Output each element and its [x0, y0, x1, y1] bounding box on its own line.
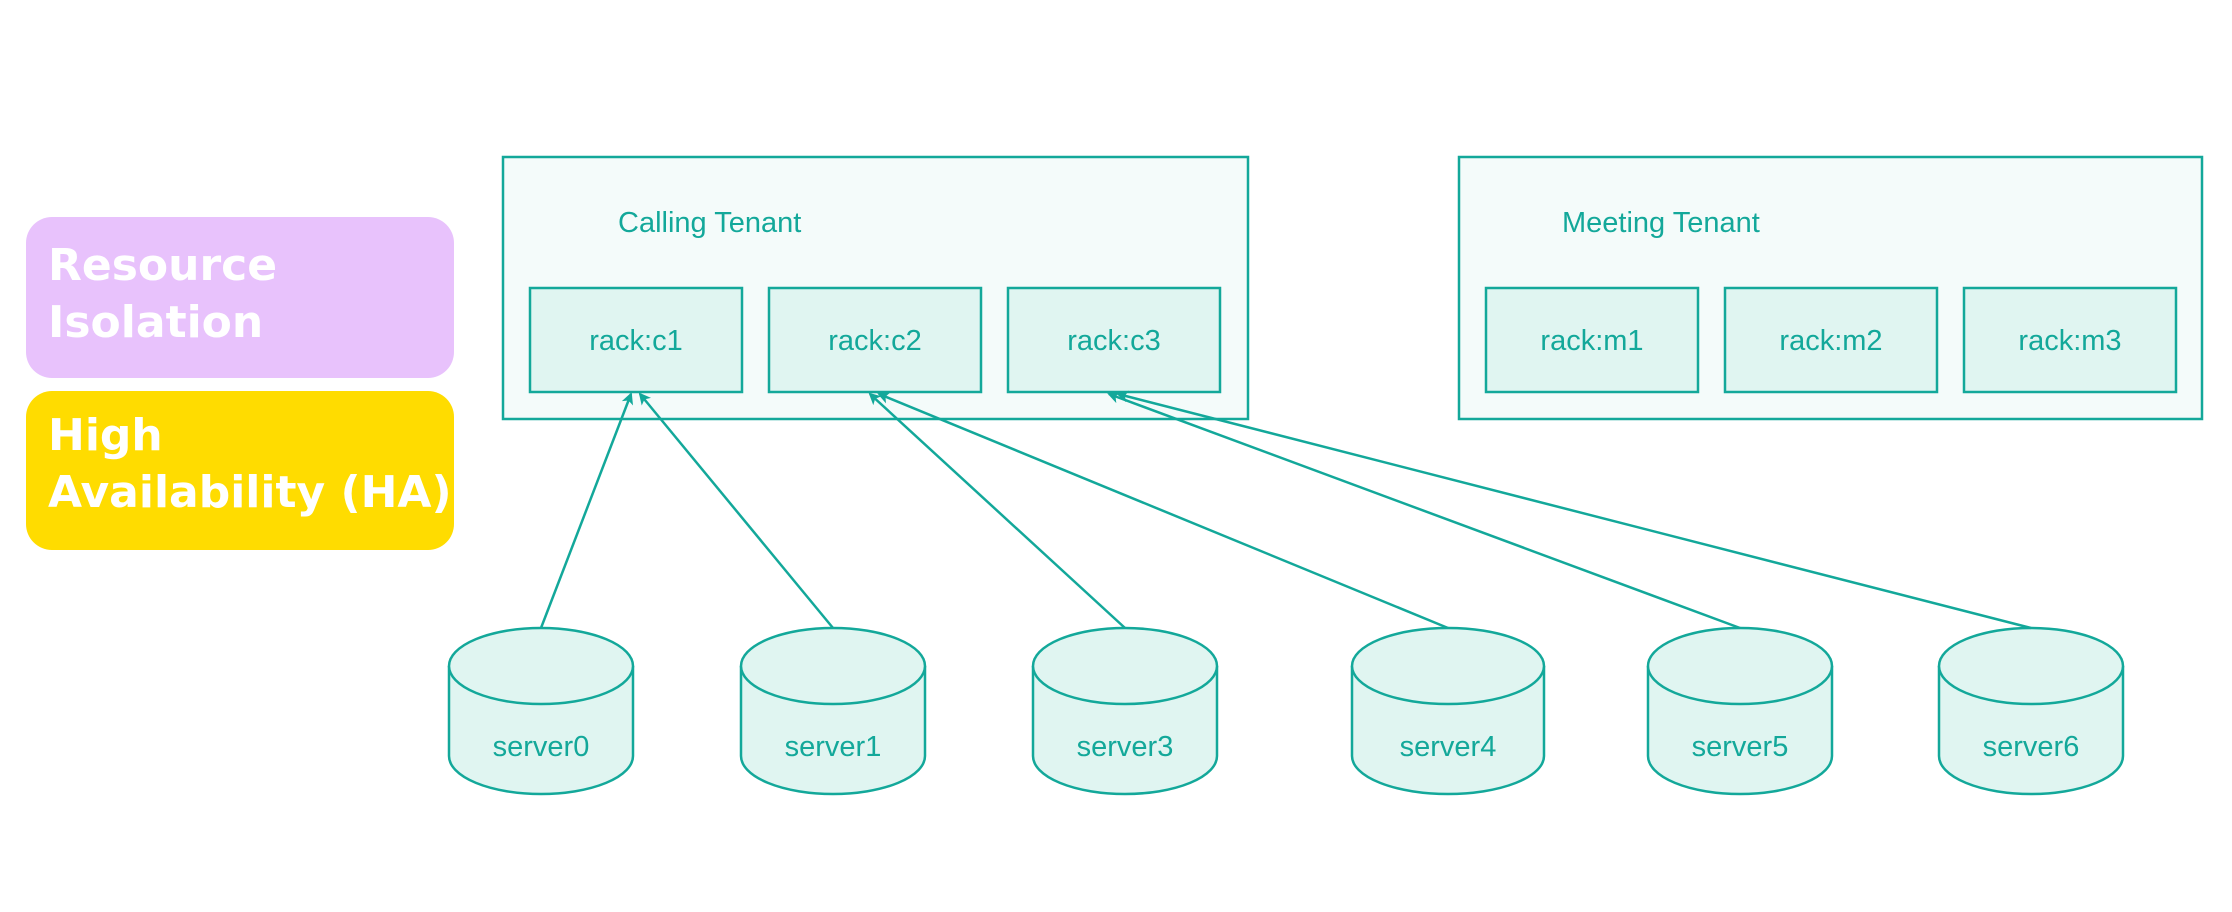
edge-server6-to-rack-c3 — [1116, 390, 2032, 630]
server-server3: server3 — [1031, 626, 1219, 796]
rack-rack-m1: rack:m1 — [1484, 286, 1700, 394]
tenant-calling: Calling Tenant rack:c1 rack:c2 rack:c3 — [501, 155, 1250, 421]
rack-box — [528, 286, 744, 394]
rack-label: rack:c3 — [1067, 325, 1160, 357]
server-label: server6 — [1983, 731, 2080, 763]
cylinder-top — [1350, 626, 1546, 706]
server-label: server0 — [493, 731, 590, 763]
server-label: server1 — [785, 731, 882, 763]
edge-server3-to-rack-c2 — [868, 392, 1126, 629]
edge-server0-to-rack-c1 — [539, 392, 634, 629]
cylinder-top — [1646, 626, 1834, 706]
server-server0: server0 — [447, 626, 635, 796]
tenant-title: Meeting Tenant — [1562, 207, 1760, 239]
rack-rack-c3: rack:c3 — [1006, 286, 1222, 394]
badge-label-line: High — [48, 410, 163, 461]
server-label: server5 — [1692, 731, 1789, 763]
cylinder-top — [447, 626, 635, 706]
rack-rack-m2: rack:m2 — [1723, 286, 1939, 394]
rack-rack-c2: rack:c2 — [767, 286, 983, 394]
rack-box — [1006, 286, 1222, 394]
server-label: server4 — [1400, 731, 1497, 763]
rack-label: rack:m2 — [1779, 325, 1882, 357]
rack-box — [1484, 286, 1700, 394]
server-server5: server5 — [1646, 626, 1834, 796]
edge-server5-to-rack-c3 — [1107, 391, 1741, 630]
server-server1: server1 — [739, 626, 927, 796]
rack-rack-c1: rack:c1 — [528, 286, 744, 394]
edge-server1-to-rack-c1 — [638, 392, 834, 629]
server-label: server3 — [1077, 731, 1174, 763]
rack-label: rack:m1 — [1540, 325, 1643, 357]
tenant-title: Calling Tenant — [618, 207, 801, 239]
badge-label-line: Isolation — [48, 297, 264, 348]
badge-label-line: Availability (HA) — [48, 467, 452, 518]
cylinder-top — [1031, 626, 1219, 706]
rack-rack-m3: rack:m3 — [1962, 286, 2178, 394]
rack-box — [767, 286, 983, 394]
edge-server4-to-rack-c2 — [877, 392, 1449, 630]
tenant-meeting: Meeting Tenant rack:m1 rack:m2 rack:m3 — [1457, 155, 2204, 421]
rack-box — [1723, 286, 1939, 394]
cylinder-top — [1937, 626, 2125, 706]
badge-label-line: Resource — [48, 240, 278, 291]
rack-label: rack:c2 — [828, 325, 921, 357]
rack-box — [1962, 286, 2178, 394]
server-server4: server4 — [1350, 626, 1546, 796]
rack-label: rack:c1 — [589, 325, 682, 357]
cylinder-top — [739, 626, 927, 706]
rack-label: rack:m3 — [2018, 325, 2121, 357]
server-server6: server6 — [1937, 626, 2125, 796]
